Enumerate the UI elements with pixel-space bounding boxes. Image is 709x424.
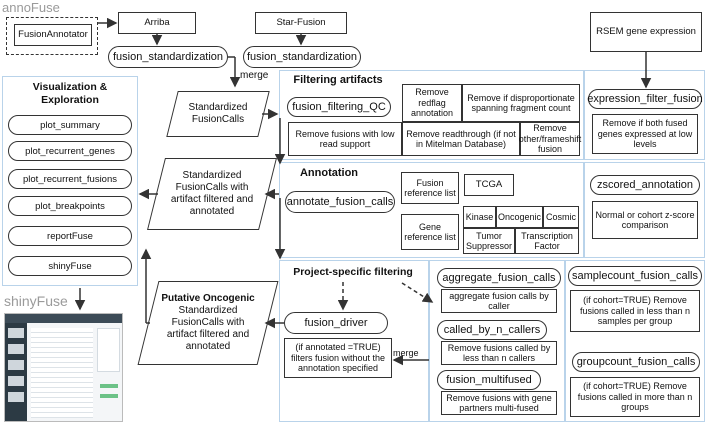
merge-label-top: merge [240, 70, 269, 81]
filtered-annotated-fusioncalls-label: Standardized FusionCalls with artifact f… [170, 170, 254, 217]
groupcount-fusion-calls: groupcount_fusion_calls [572, 352, 700, 372]
samplecount-fusion-calls: samplecount_fusion_calls [568, 266, 702, 286]
visualization-title: Visualization & Exploration [32, 81, 108, 106]
called-by-n-callers: called_by_n_callers [437, 320, 547, 340]
remove-redflag-box: Remove redflag annotation [402, 84, 462, 122]
shinyfuse-screenshot [4, 313, 123, 422]
transcription-factor-box: Transcription Factor [515, 228, 579, 254]
oncogenic-box: Oncogenic [496, 206, 543, 228]
zscored-annotation: zscored_annotation [590, 175, 700, 195]
plot-recurrent-fusions-item: plot_recurrent_fusions [8, 169, 132, 189]
samplecount-desc: (if cohort=TRUE) Remove fusions called i… [570, 290, 700, 332]
multifused-desc: Remove fusions with gene partners multi-… [441, 391, 557, 415]
fusion-driver-desc: (if annotated =TRUE) filters fusion with… [284, 338, 392, 378]
fusion-multifused: fusion_multifused [437, 370, 541, 390]
screenshot-sidebar-block-5 [8, 392, 24, 402]
fusion-standardization-left: fusion_standardization [108, 46, 228, 68]
screenshot-sidebar-block-2 [8, 344, 24, 354]
arriba-box: Arriba [118, 12, 196, 34]
tcga-box: TCGA [464, 174, 514, 196]
called-by-desc: Remove fusions called by less than n cal… [441, 341, 557, 365]
standardized-fusioncalls: Standardized FusionCalls [166, 91, 270, 137]
remove-low-support-box: Remove fusions with low read support [288, 122, 402, 156]
plot-recurrent-genes-item: plot_recurrent_genes [8, 141, 132, 161]
fusion-driver: fusion_driver [284, 312, 388, 334]
screenshot-green-accent [100, 384, 118, 388]
star-fusion-box: Star-Fusion [255, 12, 347, 34]
fusion-filtering-qc: fusion_filtering_QC [287, 97, 391, 117]
standardized-fusioncalls-label: Standardized FusionCalls [188, 102, 248, 125]
filtered-annotated-fusioncalls: Standardized FusionCalls with artifact f… [147, 158, 277, 230]
screenshot-table [31, 328, 93, 418]
expression-filter-desc: Remove if both fused genes expressed at … [592, 114, 698, 154]
screenshot-sidebar-block-1 [8, 328, 24, 338]
cosmic-box: Cosmic [543, 206, 579, 228]
shinyfuse-label: shinyFuse [4, 293, 68, 309]
aggregate-fusion-calls: aggregate_fusion_calls [437, 268, 561, 288]
aggregate-desc: aggregate fusion calls by caller [441, 289, 557, 313]
annotation-title: Annotation [299, 167, 359, 180]
gene-reference-list: Gene reference list [401, 214, 459, 250]
screenshot-header [5, 314, 122, 323]
fusion-reference-list: Fusion reference list [401, 172, 459, 204]
annofuse-label: annoFuse [2, 0, 60, 15]
project-filtering-title: Project-specific filtering [293, 265, 413, 278]
remove-readthrough-box: Remove readthrough (if not in Mitelman D… [402, 122, 520, 156]
fusion-standardization-right: fusion_standardization [243, 46, 361, 68]
screenshot-panel-right [97, 328, 120, 372]
fusion-annotator-box: FusionAnnotator [14, 24, 92, 46]
screenshot-green-accent-2 [100, 394, 118, 398]
annotate-fusion-calls: annotate_fusion_calls [285, 191, 395, 213]
putative-oncogenic-wrap: Putative Oncogenic Standardized FusionCa… [158, 293, 258, 353]
plot-breakpoints-item: plot_breakpoints [8, 196, 132, 216]
expression-filter-fusion: expression_filter_fusion [587, 89, 703, 109]
groupcount-desc: (if cohort=TRUE) Remove fusions called i… [570, 377, 700, 417]
filtering-title: Filtering artifacts [293, 74, 383, 87]
tumor-suppressor-box: Tumor Suppressor [463, 228, 515, 254]
shinyfuse-item: shinyFuse [8, 256, 132, 276]
remove-disproportionate-box: Remove if disproportionate spanning frag… [462, 84, 580, 122]
zscore-desc: Normal or cohort z-score comparison [592, 201, 698, 239]
screenshot-sidebar-block-3 [8, 360, 24, 370]
rsem-box: RSEM gene expression [590, 12, 702, 52]
putative-oncogenic-body: Standardized FusionCalls with artifact f… [166, 305, 250, 352]
merge-label-project: merge [393, 348, 419, 358]
reportfuse-item: reportFuse [8, 226, 132, 246]
putative-oncogenic-fusioncalls: Putative Oncogenic Standardized FusionCa… [137, 281, 279, 365]
fusion-annotator-dashed-frame [6, 17, 98, 55]
screenshot-sidebar-block-4 [8, 376, 24, 386]
kinase-box: Kinase [463, 206, 496, 228]
putative-oncogenic-title: Putative Oncogenic [161, 293, 255, 304]
plot-summary-item: plot_summary [8, 115, 132, 135]
remove-frameshift-box: Remove other/frameshift fusion [518, 122, 582, 156]
